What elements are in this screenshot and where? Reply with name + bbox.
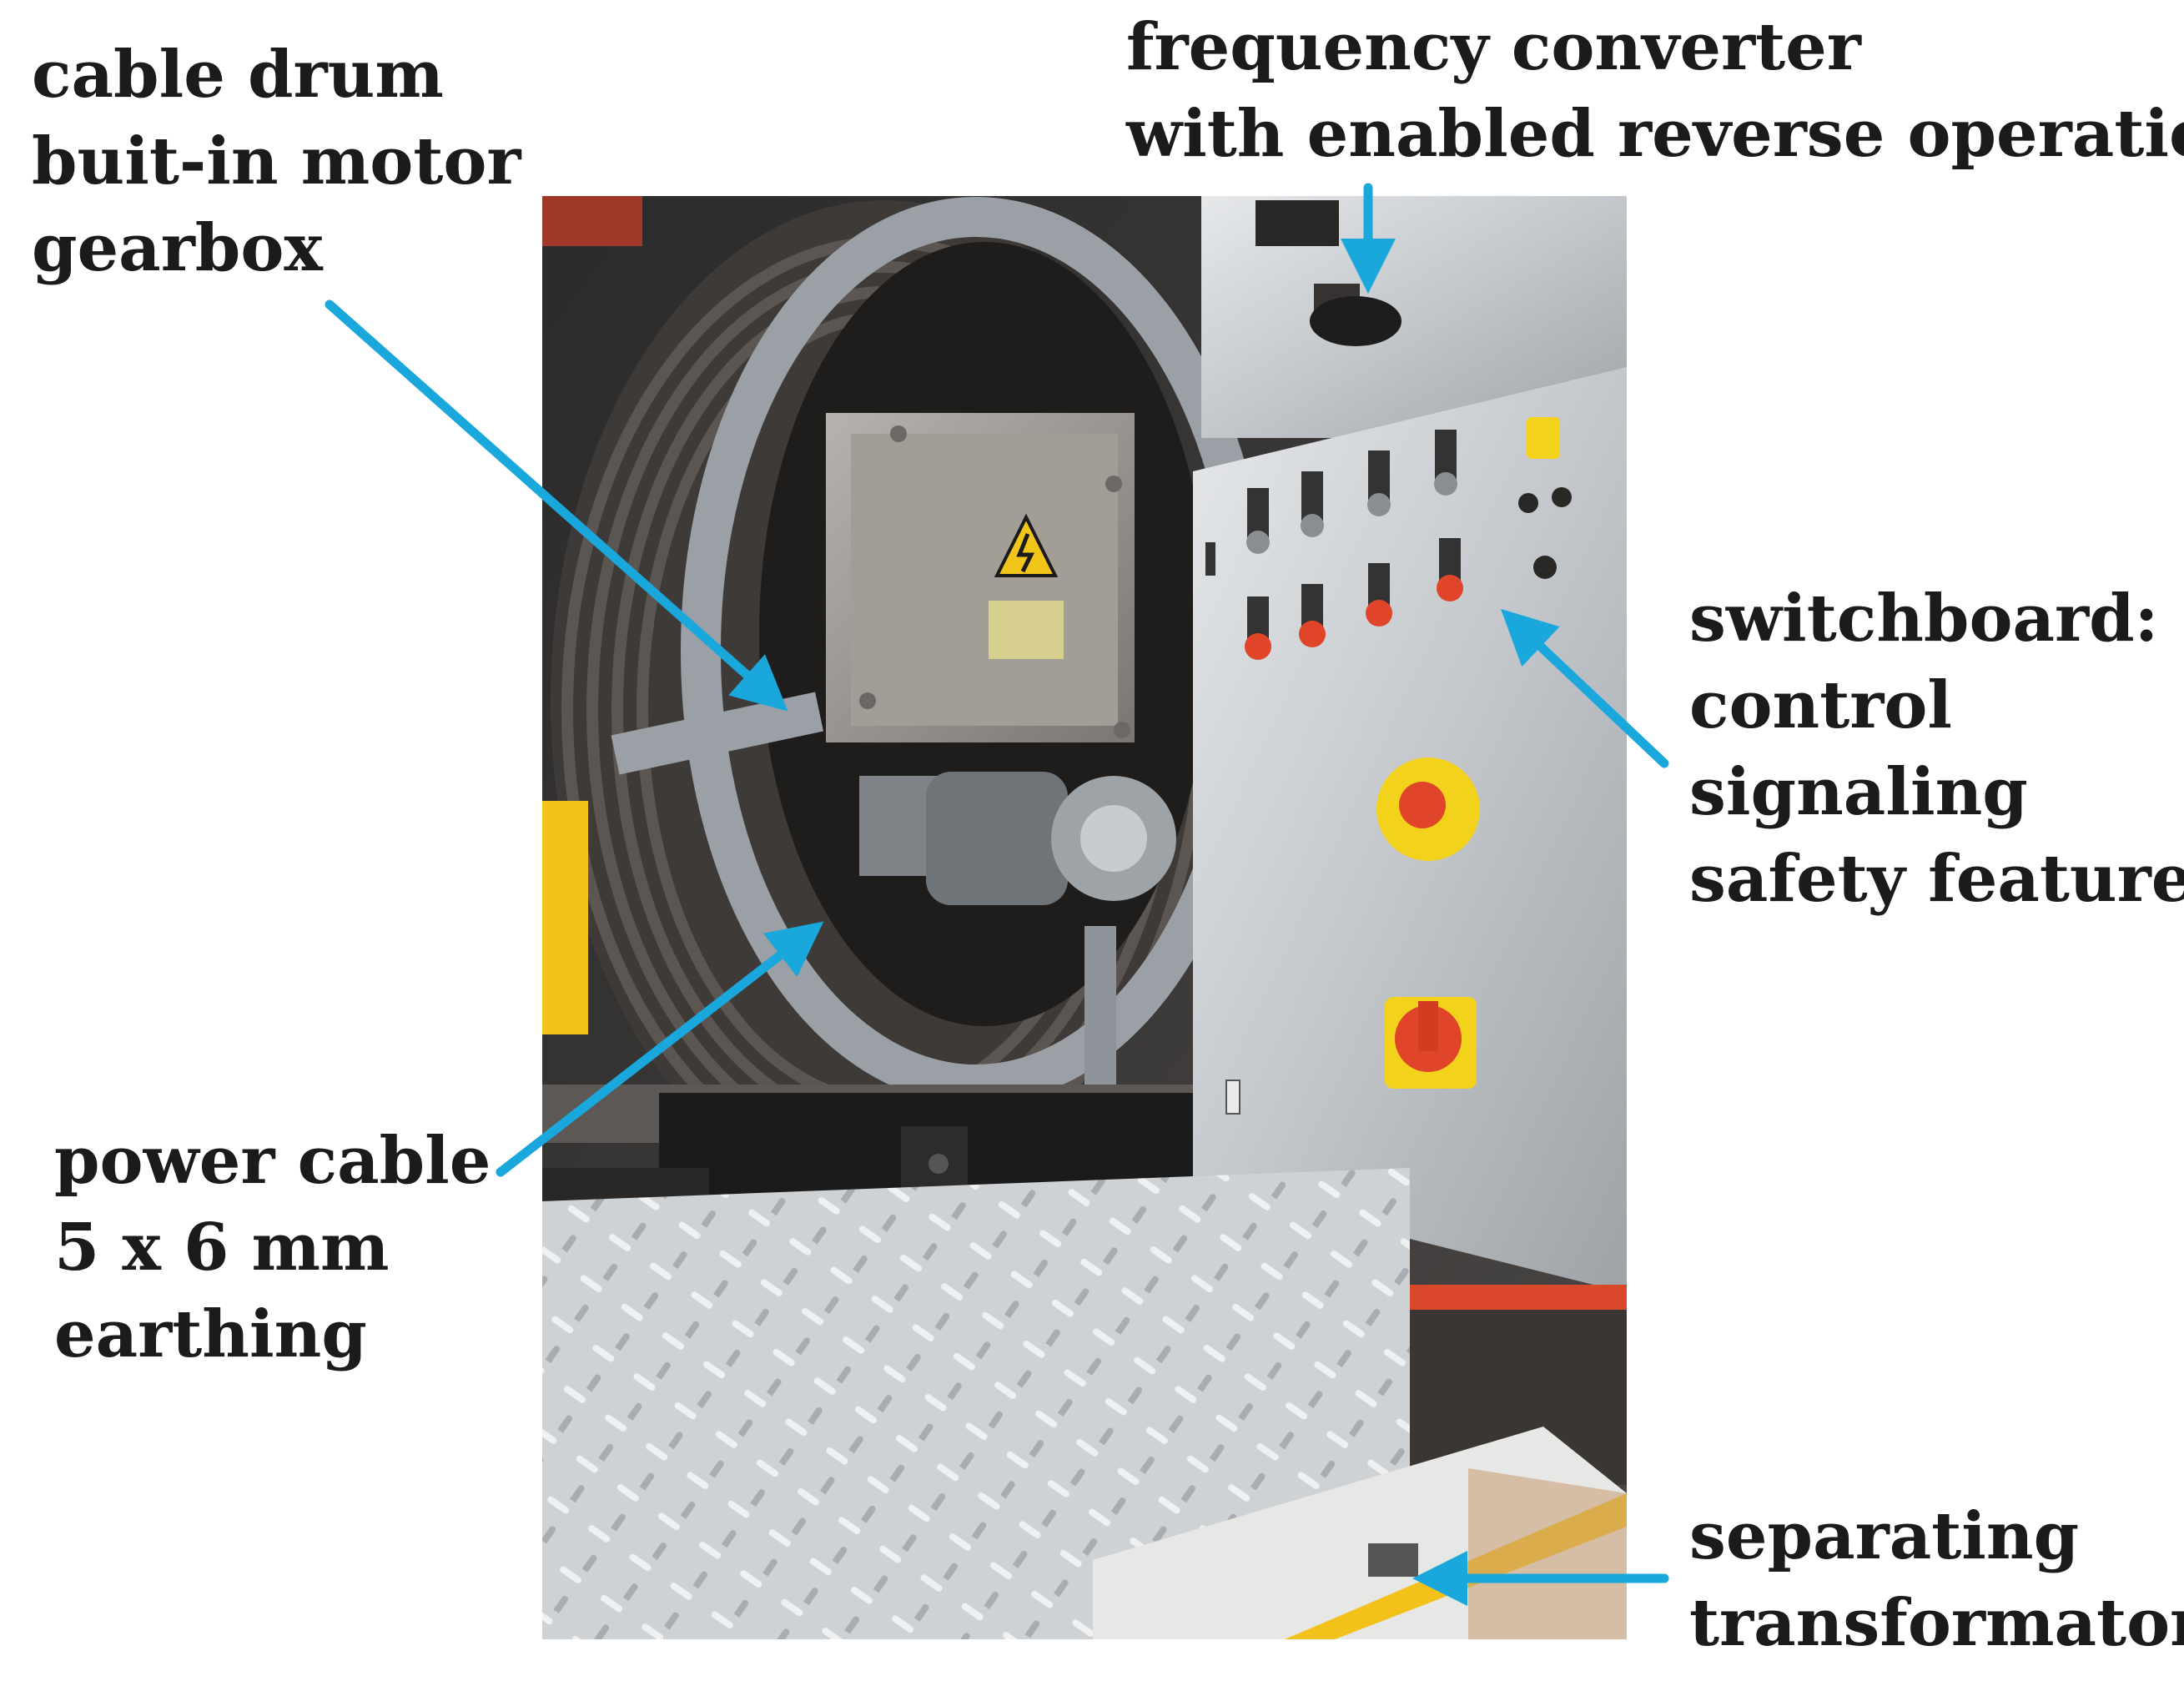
label-line: cable drum <box>32 37 444 113</box>
label-line: gearbox <box>32 210 323 286</box>
label-cable-drum: cable drum buit-in motor gearbox <box>32 32 521 292</box>
switchboard-buttons <box>1205 417 1572 660</box>
switchboard-door <box>1193 367 1627 1293</box>
label-line: frequency converter <box>1126 9 1861 85</box>
label-line: transformator <box>1689 1585 2184 1661</box>
orange-trim <box>1410 1285 1627 1310</box>
tread-plate-floor <box>542 1168 1410 1639</box>
arrow-switchboard <box>1501 608 1669 768</box>
emergency-stop-button <box>1376 757 1480 861</box>
label-line: separating <box>1689 1498 2080 1574</box>
label-frequency-converter: frequency converter with enabled reverse… <box>1126 4 2184 178</box>
callout-arrows <box>325 183 1669 1606</box>
red-frame-top <box>542 196 642 246</box>
label-line: with enabled reverse operation <box>1126 96 2184 172</box>
label-line: control <box>1689 667 1953 743</box>
label-line: 5 x 6 mm <box>54 1210 390 1286</box>
drum-motor <box>859 772 1176 905</box>
label-line: safety features <box>1689 841 2184 917</box>
high-voltage-warning-icon <box>994 513 1059 577</box>
label-line: earthing <box>54 1296 367 1372</box>
arrow-cable-drum <box>325 299 788 712</box>
label-line: signaling <box>1689 754 2028 830</box>
label-power-cable: power cable 5 x 6 mm earthing <box>54 1118 491 1378</box>
label-switchboard: switchboard: control signaling safety fe… <box>1689 576 2184 923</box>
label-line: power cable <box>54 1123 491 1199</box>
yellow-frame-part <box>542 801 588 1034</box>
arrow-power-cable <box>496 921 824 1177</box>
main-switch <box>1385 997 1477 1089</box>
label-line: switchboard: <box>1689 581 2159 657</box>
junction-box <box>826 413 1135 742</box>
label-line: buit-in motor <box>32 123 521 199</box>
label-separating-transformator: separating transformator <box>1689 1493 2184 1667</box>
